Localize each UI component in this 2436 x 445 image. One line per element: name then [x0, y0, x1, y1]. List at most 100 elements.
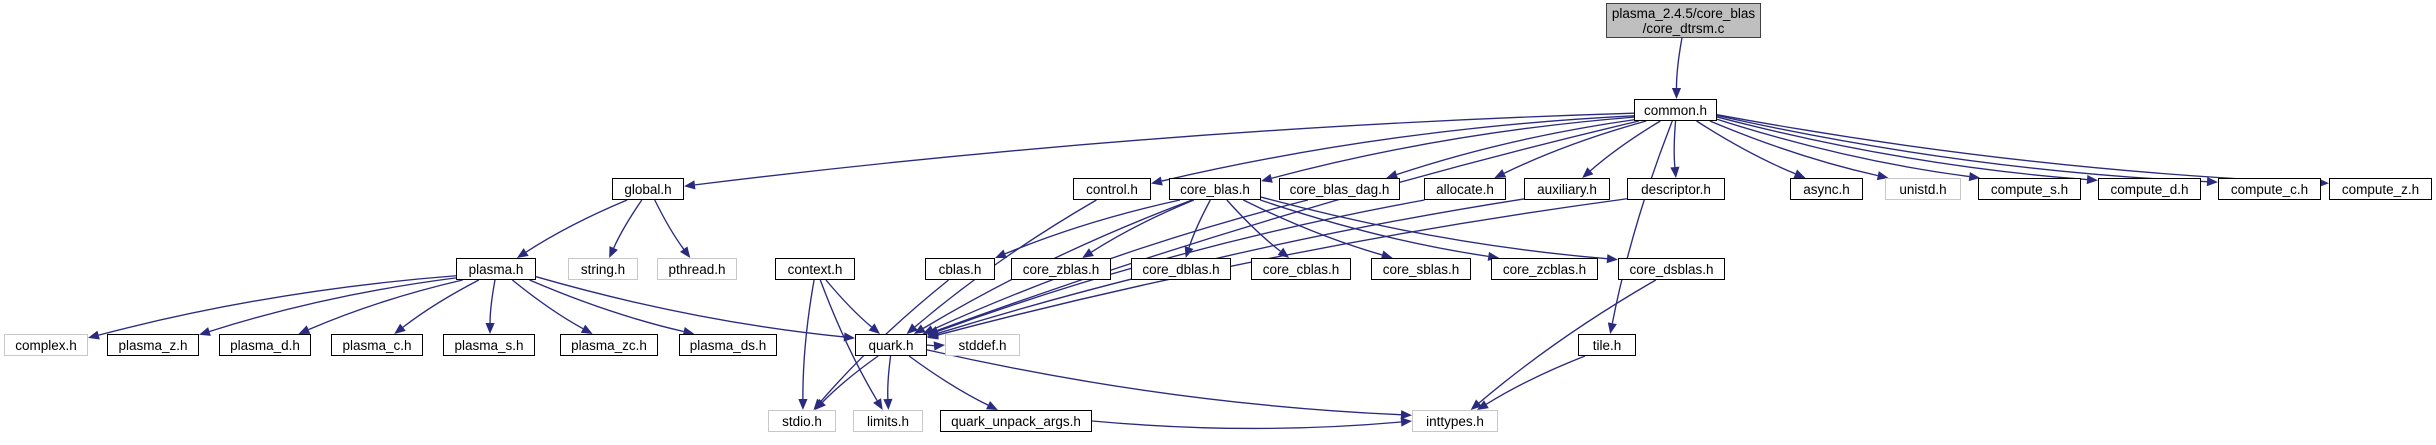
- graph-node-plasma_zc[interactable]: plasma_zc.h: [560, 334, 658, 356]
- graph-arrowhead-common-to-compute_d: [2086, 175, 2098, 185]
- graph-node-allocate[interactable]: allocate.h: [1424, 178, 1506, 200]
- graph-edge-plasma-to-plasma_ds: [529, 279, 684, 333]
- graph-edge-global-to-string: [613, 199, 643, 249]
- graph-arrowhead-common-to-quark: [927, 326, 939, 335]
- graph-arrowhead-auxiliary-to-quark: [927, 329, 939, 338]
- graph-arrowhead-core_blas-to-core_zblas: [1082, 248, 1094, 258]
- graph-node-core_blas[interactable]: core_blas.h: [1169, 178, 1261, 200]
- graph-arrowhead-control-to-quark: [906, 323, 918, 334]
- graph-node-quark_unpack_args[interactable]: quark_unpack_args.h: [940, 410, 1092, 432]
- graph-edge-quark-to-limits: [887, 355, 892, 400]
- graph-node-core_dsblas[interactable]: core_dsblas.h: [1618, 258, 1725, 280]
- graph-edge-context-to-quark: [825, 279, 872, 328]
- graph-arrowhead-plasma-to-complex: [88, 330, 100, 340]
- graph-edge-plasma-to-plasma_c: [402, 279, 480, 328]
- graph-edge-global-to-pthread: [654, 199, 685, 250]
- graph-arrowhead-common-to-control: [1151, 176, 1163, 186]
- graph-arrowhead-context-to-stdio: [798, 398, 808, 410]
- graph-node-control[interactable]: control.h: [1073, 178, 1151, 200]
- graph-node-unistd[interactable]: unistd.h: [1885, 178, 1961, 200]
- graph-arrowhead-core_dsblas-to-inttypes: [1470, 399, 1483, 410]
- graph-node-stdio[interactable]: stdio.h: [768, 410, 836, 432]
- graph-node-core_dblas[interactable]: core_dblas.h: [1131, 258, 1231, 280]
- graph-node-inttypes[interactable]: inttypes.h: [1412, 410, 1498, 432]
- graph-arrowhead-core_blas-to-quark: [913, 324, 926, 334]
- graph-node-compute_c[interactable]: compute_c.h: [2218, 178, 2321, 200]
- graph-node-global[interactable]: global.h: [612, 178, 684, 200]
- graph-node-compute_s[interactable]: compute_s.h: [1978, 178, 2081, 200]
- graph-arrowhead-quark-to-inttypes: [1400, 410, 1412, 420]
- graph-arrowhead-quark-to-stddef: [933, 341, 945, 351]
- graph-node-plasma_ds[interactable]: plasma_ds.h: [679, 334, 777, 356]
- graph-node-descriptor[interactable]: descriptor.h: [1627, 178, 1725, 200]
- graph-edge-common-to-tile: [1611, 120, 1673, 324]
- graph-edge-core_blas-to-core_sblas: [1243, 199, 1383, 256]
- graph-arrowhead-quark-to-stdio: [814, 398, 826, 410]
- graph-node-plasma_c[interactable]: plasma_c.h: [331, 334, 423, 356]
- graph-edge-quark_unpack_args-to-inttypes: [1091, 420, 1402, 430]
- graph-node-plasma[interactable]: plasma.h: [456, 258, 536, 280]
- graph-arrowhead-global-to-plasma: [516, 248, 529, 258]
- graph-node-core_zcblas[interactable]: core_zcblas.h: [1491, 258, 1598, 280]
- graph-edge-common-to-async: [1696, 120, 1796, 175]
- graph-edge-common-to-quark: [937, 120, 1639, 332]
- graph-edge-core_blas-to-core_zblas: [1091, 199, 1195, 253]
- graph-node-async[interactable]: async.h: [1790, 178, 1863, 200]
- graph-node-core_zblas[interactable]: core_zblas.h: [1011, 258, 1111, 280]
- graph-arrowhead-core_blas_dag-to-quark: [922, 325, 935, 334]
- graph-arrowhead-common-to-async: [1793, 169, 1806, 179]
- graph-edge-core_blas-to-core_dsblas: [1260, 196, 1608, 260]
- graph-edge-quark-to-stddef: [926, 344, 936, 347]
- graph-node-pthread[interactable]: pthread.h: [657, 258, 737, 280]
- graph-arrowhead-common-to-descriptor: [1670, 166, 1680, 178]
- graph-arrowhead-core_blas-to-core_dsblas: [1606, 254, 1618, 264]
- graph-arrowhead-tile-to-inttypes: [1477, 400, 1489, 410]
- graph-edge-common-to-descriptor: [1673, 120, 1677, 168]
- graph-node-common[interactable]: common.h: [1634, 99, 1717, 121]
- graph-node-cblas[interactable]: cblas.h: [925, 258, 995, 280]
- graph-node-core_sblas[interactable]: core_sblas.h: [1371, 258, 1471, 280]
- graph-node-plasma_d[interactable]: plasma_d.h: [219, 334, 311, 356]
- graph-edge-common-to-control: [1161, 115, 1635, 182]
- graph-node-plasma_s[interactable]: plasma_s.h: [443, 334, 535, 356]
- graph-node-complex[interactable]: complex.h: [4, 334, 88, 356]
- graph-edge-common-to-compute_z: [1716, 113, 2319, 184]
- graph-edge-quark-to-inttypes: [926, 349, 1402, 416]
- graph-node-limits[interactable]: limits.h: [853, 410, 923, 432]
- graph-arrowhead-allocate-to-quark: [927, 327, 939, 336]
- graph-node-auxiliary[interactable]: auxiliary.h: [1524, 178, 1610, 200]
- graph-arrowhead-common-to-allocate: [1494, 169, 1507, 178]
- graph-node-core_blas_dag[interactable]: core_blas_dag.h: [1279, 178, 1400, 200]
- graph-edge-plasma-to-plasma_d: [308, 279, 463, 331]
- graph-node-string[interactable]: string.h: [568, 258, 638, 280]
- graph-arrowhead-common-to-global: [684, 180, 696, 190]
- graph-edge-common-to-core_blas: [1271, 116, 1635, 179]
- graph-node-compute_z[interactable]: compute_z.h: [2329, 178, 2432, 200]
- graph-node-core_cblas[interactable]: core_cblas.h: [1251, 258, 1351, 280]
- graph-edge-root-to-common: [1675, 37, 1683, 89]
- graph-edge-common-to-compute_s: [1716, 118, 1970, 178]
- graph-arrowhead-core_blas-to-core_dblas: [1184, 246, 1194, 258]
- graph-edge-quark-to-stdio: [822, 355, 879, 403]
- graph-arrowhead-plasma-to-plasma_s: [485, 322, 495, 334]
- graph-edge-common-to-allocate: [1503, 120, 1647, 174]
- graph-arrowhead-descriptor-to-quark: [927, 330, 939, 340]
- graph-edge-global-to-plasma: [525, 199, 628, 253]
- graph-edge-core_blas-to-cblas: [1004, 199, 1181, 255]
- graph-arrowhead-common-to-auxiliary: [1582, 167, 1594, 178]
- graph-edge-common-to-compute_d: [1716, 116, 2088, 181]
- graph-arrowhead-plasma-to-plasma_zc: [580, 324, 593, 334]
- graph-node-quark[interactable]: quark.h: [855, 334, 927, 356]
- graph-node-plasma_z[interactable]: plasma_z.h: [107, 334, 199, 356]
- graph-arrowhead-common-to-compute_c: [2206, 177, 2218, 187]
- graph-edge-core_blas-to-core_cblas: [1226, 199, 1281, 252]
- graph-node-stddef[interactable]: stddef.h: [945, 334, 1020, 356]
- graph-arrowhead-context-to-limits: [873, 398, 883, 410]
- graph-arrowhead-quark-to-limits: [883, 398, 893, 410]
- graph-node-root[interactable]: plasma_2.4.5/core_blas /core_dtrsm.c: [1606, 3, 1761, 38]
- graph-edge-common-to-unistd: [1709, 120, 1878, 177]
- graph-node-compute_d[interactable]: compute_d.h: [2098, 178, 2201, 200]
- graph-node-tile[interactable]: tile.h: [1578, 334, 1636, 356]
- graph-node-context[interactable]: context.h: [775, 258, 855, 280]
